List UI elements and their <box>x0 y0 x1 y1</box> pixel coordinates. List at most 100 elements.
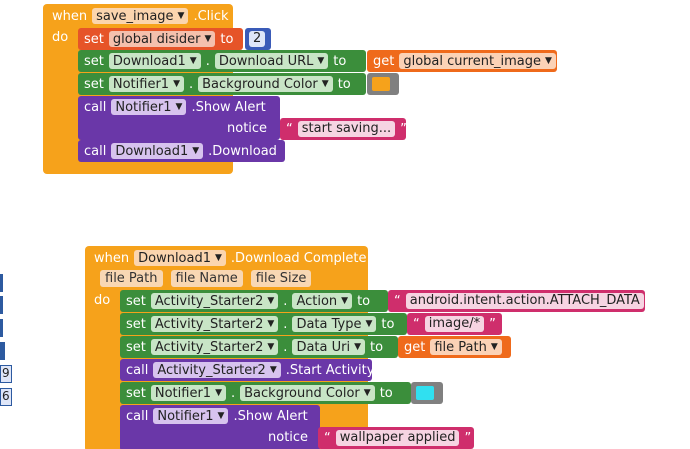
component-dropdown-download1[interactable]: Download1 ▼ <box>134 250 226 266</box>
when-keyword: when <box>94 250 130 266</box>
text-block[interactable]: “ wallpaper applied ” <box>318 427 474 449</box>
offscreen-block-edge[interactable] <box>0 296 3 314</box>
offscreen-block-edge[interactable] <box>0 319 3 337</box>
variable-dropdown[interactable]: global current_image▼ <box>399 53 556 69</box>
property-dropdown-background-color[interactable]: Background Color▼ <box>240 385 375 401</box>
offscreen-number-block[interactable]: 9 <box>0 365 12 383</box>
component-dropdown-notifier1[interactable]: Notifier1▼ <box>108 76 184 92</box>
offscreen-block-edge[interactable] <box>0 342 5 360</box>
set-data-type-block[interactable]: set Activity_Starter2▼ . Data Type▼ to <box>120 313 407 335</box>
set-keyword: set <box>126 385 146 401</box>
open-quote: “ <box>413 316 420 332</box>
text-value[interactable]: wallpaper applied <box>335 430 460 446</box>
variable-dropdown[interactable]: global disider▼ <box>108 31 216 47</box>
number-value[interactable]: 2 <box>249 31 266 47</box>
event-name: .Click <box>193 8 229 24</box>
property-name: Background Color <box>202 76 318 92</box>
component-name: Activity_Starter2 <box>154 339 264 355</box>
param-file-name[interactable]: file Name <box>170 270 243 287</box>
chevron-down-icon: ▼ <box>217 411 225 421</box>
component-name: Activity_Starter2 <box>157 362 266 378</box>
component-dropdown-notifier1[interactable]: Notifier1▼ <box>153 408 229 424</box>
variable-name: global disider <box>112 31 201 47</box>
event-header: when save_image▼ .Click <box>43 4 233 28</box>
method-name: .Start Activity <box>285 362 375 378</box>
color-swatch-orange[interactable] <box>372 77 390 91</box>
set-keyword: set <box>126 293 146 309</box>
number-block[interactable]: 2 <box>245 28 271 50</box>
set-keyword: set <box>126 339 146 355</box>
open-quote: “ <box>286 121 293 137</box>
dot-separator: . <box>283 339 288 355</box>
chevron-down-icon: ▼ <box>267 342 275 352</box>
when-keyword: when <box>52 8 88 24</box>
set-download-url-block[interactable]: set Download1▼ . Download URL▼ to <box>78 50 366 72</box>
open-quote: “ <box>324 430 331 446</box>
component-dropdown-activity-starter2[interactable]: Activity_Starter2▼ <box>153 362 281 378</box>
text-value[interactable]: image/* <box>424 316 485 332</box>
to-keyword: to <box>381 316 395 332</box>
do-keyword: do <box>52 30 69 45</box>
call-download-block[interactable]: call Download1▼ .Download <box>78 140 285 162</box>
color-swatch-cyan[interactable] <box>416 386 434 400</box>
property-name: Data Uri <box>296 339 351 355</box>
text-block[interactable]: “ android.intent.action.ATTACH_DATA ” <box>388 290 656 312</box>
variable-dropdown[interactable]: file Path▼ <box>430 339 502 355</box>
offscreen-block-edge[interactable] <box>0 274 3 292</box>
text-block[interactable]: “ start saving... ” <box>280 118 407 140</box>
chevron-down-icon: ▼ <box>269 365 277 375</box>
set-action-block[interactable]: set Activity_Starter2▼ . Action▼ to <box>120 290 388 312</box>
get-variable-block[interactable]: get global current_image▼ <box>367 50 557 72</box>
offscreen-number-label: 6 <box>2 389 10 403</box>
component-dropdown-notifier1[interactable]: Notifier1▼ <box>111 99 187 115</box>
component-dropdown-activity-starter2[interactable]: Activity_Starter2▼ <box>150 339 279 355</box>
chevron-down-icon: ▼ <box>321 79 329 89</box>
dot-separator: . <box>189 76 194 92</box>
component-name: Notifier1 <box>112 76 170 92</box>
get-variable-block[interactable]: get file Path▼ <box>398 336 511 358</box>
color-block[interactable] <box>411 382 443 404</box>
property-dropdown-action[interactable]: Action▼ <box>292 293 353 309</box>
property-dropdown-download-url[interactable]: Download URL▼ <box>214 53 329 69</box>
notice-label: notice <box>227 121 268 136</box>
call-keyword: call <box>84 143 107 159</box>
component-name: Notifier1 <box>157 408 214 424</box>
component-dropdown-save-image[interactable]: save_image▼ <box>92 8 189 24</box>
component-name: Download1 <box>138 250 211 266</box>
param-file-path[interactable]: file Path <box>100 270 163 287</box>
component-dropdown-download1[interactable]: Download1▼ <box>108 53 201 69</box>
method-name: .Show Alert <box>191 99 266 115</box>
text-value[interactable]: android.intent.action.ATTACH_DATA <box>405 293 644 309</box>
set-global-variable-block[interactable]: set global disider▼ to <box>78 28 243 50</box>
set-data-uri-block[interactable]: set Activity_Starter2▼ . Data Uri▼ to <box>120 336 398 358</box>
chevron-down-icon: ▼ <box>215 253 222 263</box>
component-dropdown-notifier1[interactable]: Notifier1▼ <box>150 385 226 401</box>
property-dropdown-background-color[interactable]: Background Color▼ <box>198 76 333 92</box>
call-show-alert-header: call Notifier1▼ .Show Alert <box>120 405 308 427</box>
chevron-down-icon: ▼ <box>204 34 212 44</box>
component-name: Download1 <box>112 53 186 69</box>
property-dropdown-data-uri[interactable]: Data Uri▼ <box>292 339 366 355</box>
color-block[interactable] <box>367 73 399 95</box>
offscreen-number-block[interactable]: 6 <box>0 388 12 406</box>
variable-name: global current_image <box>403 53 542 69</box>
param-file-size[interactable]: file Size <box>250 270 312 287</box>
set-keyword: set <box>84 31 104 47</box>
component-dropdown-download1[interactable]: Download1▼ <box>111 143 204 159</box>
chevron-down-icon: ▼ <box>267 296 275 306</box>
to-keyword: to <box>357 293 371 309</box>
text-value[interactable]: start saving... <box>297 121 396 137</box>
to-keyword: to <box>220 31 234 47</box>
set-background-color-block[interactable]: set Notifier1▼ . Background Color▼ to <box>78 73 366 95</box>
call-start-activity-block[interactable]: call Activity_Starter2▼ .Start Activity <box>120 359 375 381</box>
chevron-down-icon: ▼ <box>363 388 371 398</box>
method-name: .Show Alert <box>233 408 308 424</box>
text-block[interactable]: “ image/* ” <box>407 313 502 335</box>
component-dropdown-activity-starter2[interactable]: Activity_Starter2▼ <box>150 316 279 332</box>
event-parameters: file Path file Name file Size <box>100 270 312 287</box>
dot-separator: . <box>283 293 288 309</box>
property-name: Action <box>296 293 338 309</box>
property-dropdown-data-type[interactable]: Data Type▼ <box>292 316 377 332</box>
component-dropdown-activity-starter2[interactable]: Activity_Starter2▼ <box>150 293 279 309</box>
set-background-color-block[interactable]: set Notifier1▼ . Background Color▼ to <box>120 382 411 404</box>
